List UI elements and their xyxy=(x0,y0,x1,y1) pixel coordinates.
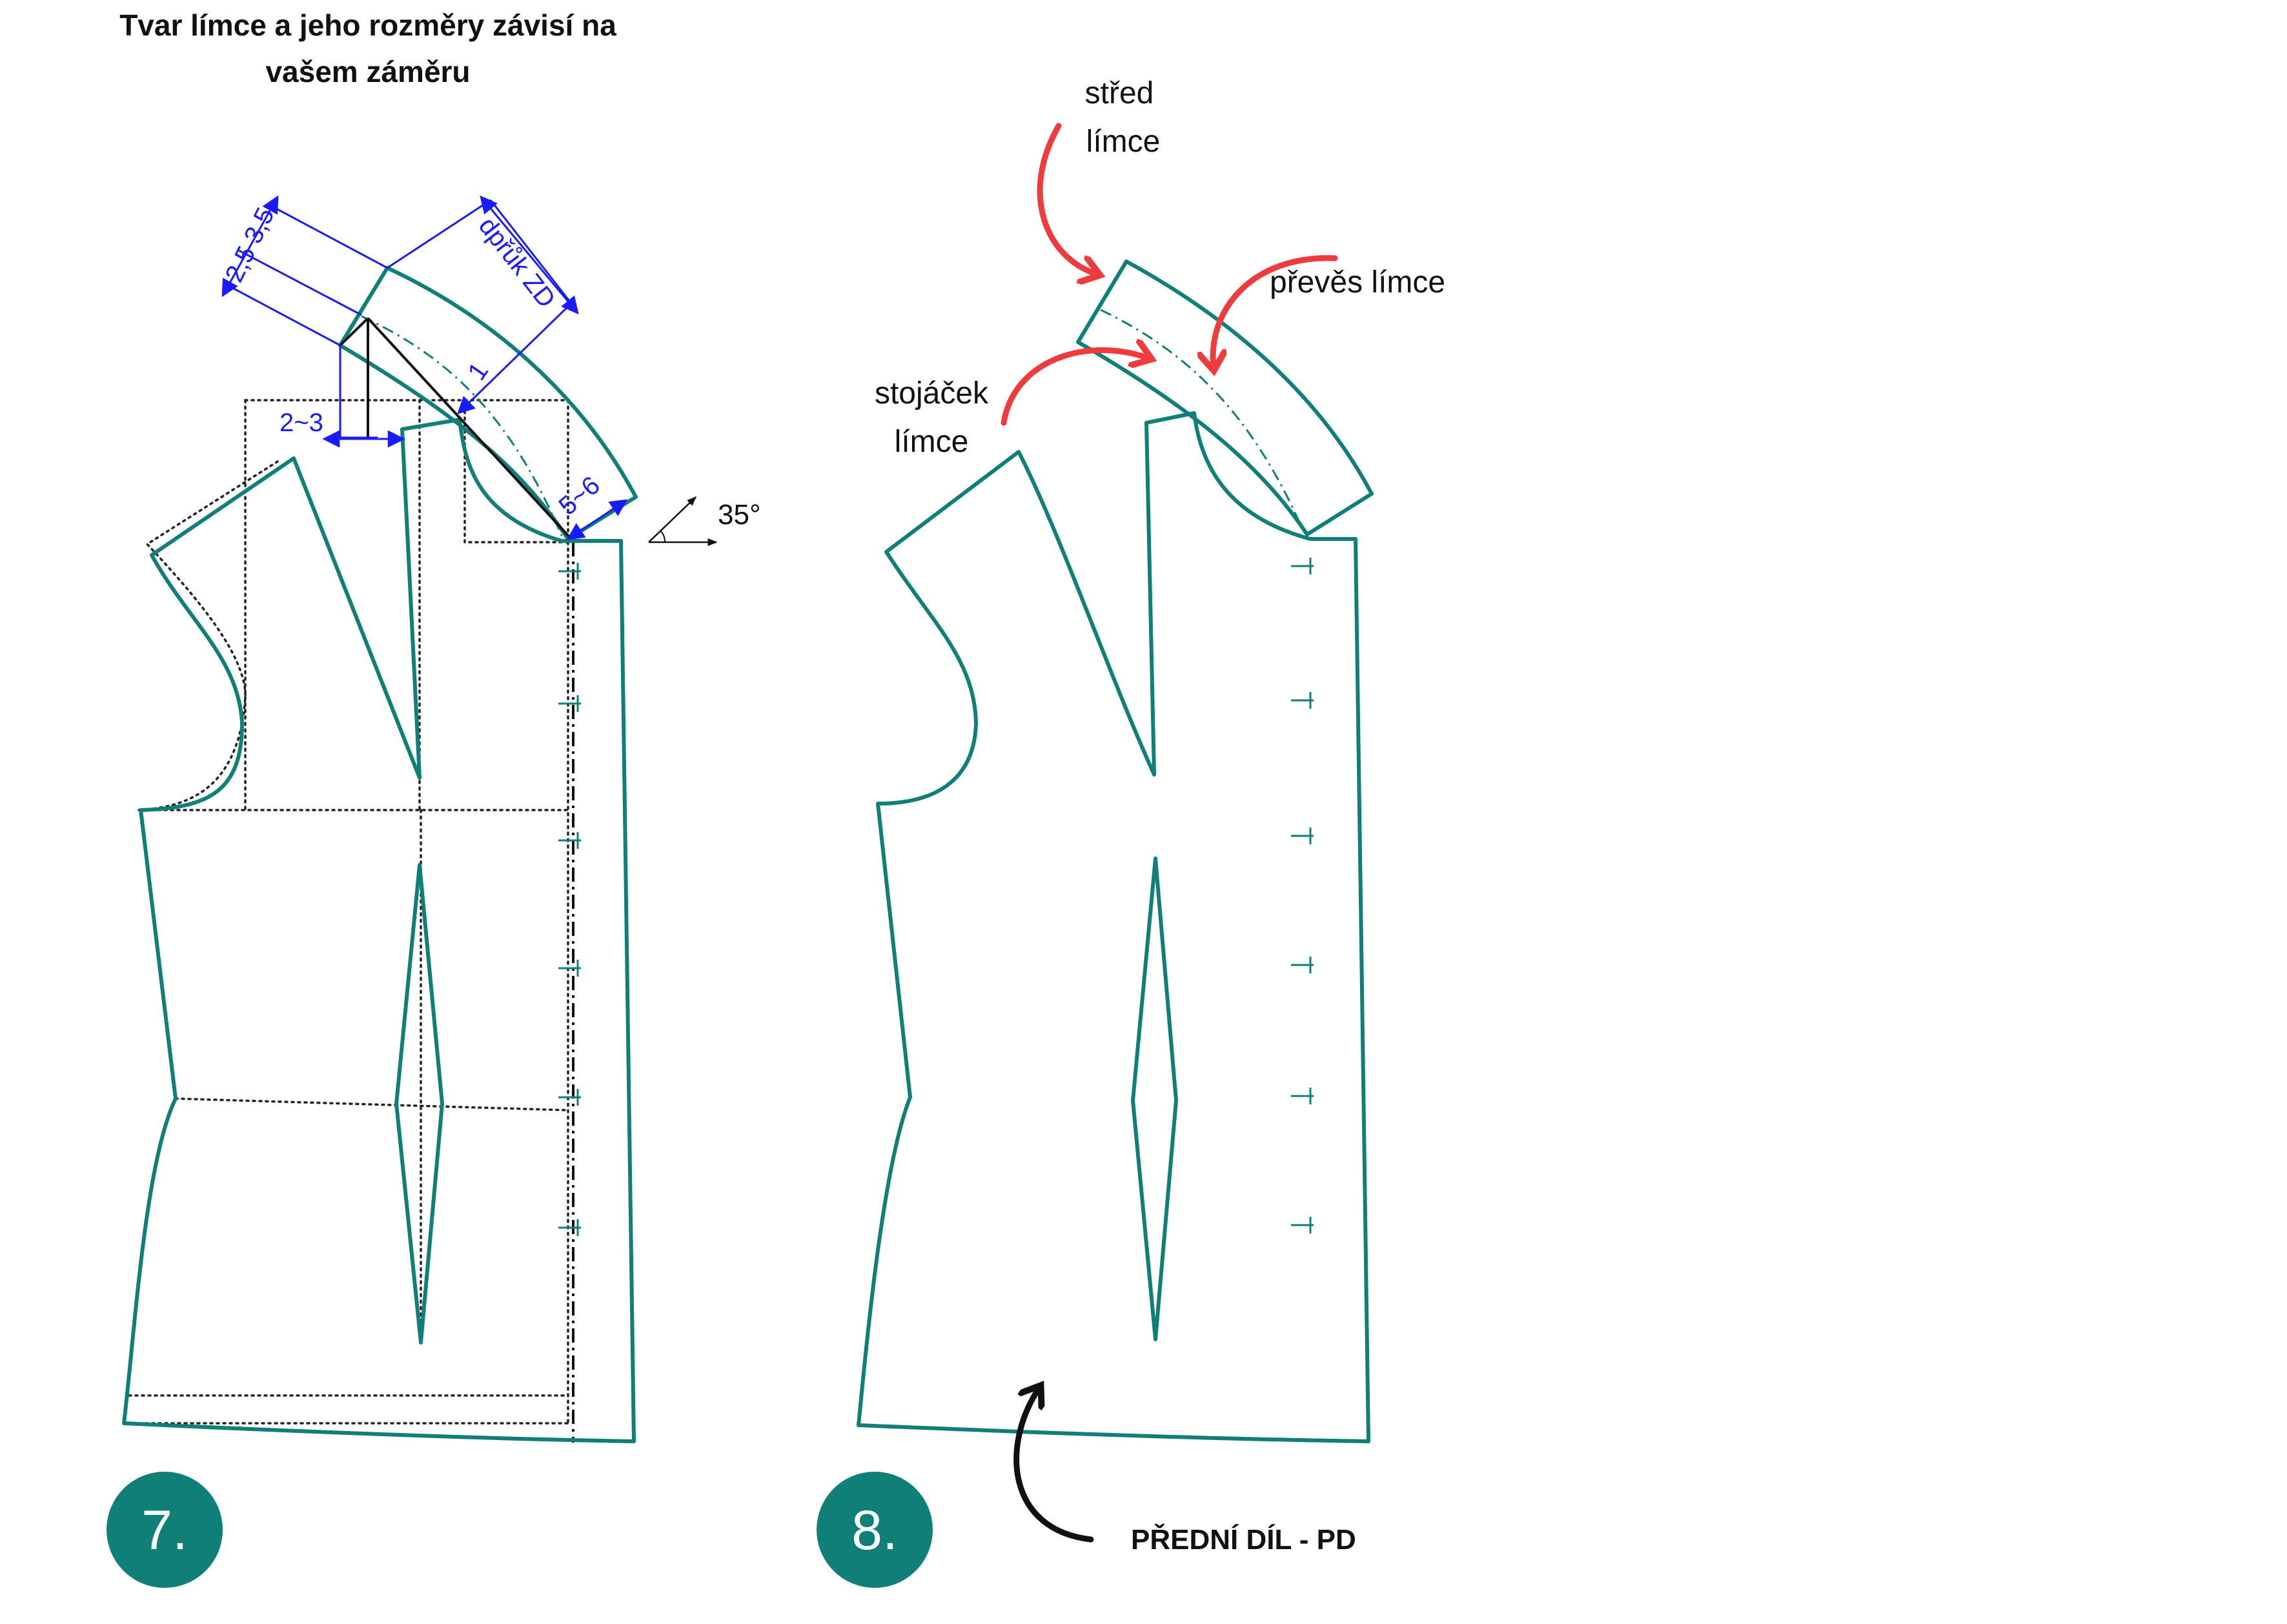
step7-dimension-lines xyxy=(221,195,628,540)
step7-dim-collar-width: 2,5 3,5 xyxy=(220,203,280,287)
step8-center-collar-label-2: límce xyxy=(1086,125,1161,159)
step7-collar xyxy=(338,266,638,541)
step7-dim-stand-offset: 2~3 xyxy=(280,409,323,437)
step8-center-collar-arrow xyxy=(1037,123,1097,274)
step8-front-piece-label: PŘEDNÍ DÍL - PD xyxy=(1131,1523,1356,1556)
step7-original-shoulder xyxy=(137,460,279,811)
step7-guide-waist xyxy=(174,1097,569,1111)
step8-fall-collar-label: převěs límce xyxy=(1270,265,1445,299)
step7-front-body xyxy=(122,418,636,1443)
diagram-title-line2: vašem záměru xyxy=(265,55,470,88)
step7-badge xyxy=(107,1472,223,1588)
step8-badge xyxy=(817,1472,933,1588)
step7-angle-label: 35° xyxy=(718,499,761,531)
step8-front-piece-arrow xyxy=(1013,1388,1094,1543)
step7-collar-fold-line xyxy=(361,315,563,536)
step7-buttonhole-marks xyxy=(558,563,581,1236)
step7-badge-label: 7. xyxy=(141,1499,188,1561)
step7-dim-one: 1 xyxy=(462,358,494,385)
step7-waist-dart xyxy=(394,863,444,1345)
step8-collar-fold-line xyxy=(1100,309,1305,533)
step7-pattern: 2,5 3,5 dpřůk ZD 2~3 1 5~6 35° 7. xyxy=(107,195,761,1588)
step7-dim-back-neck: dpřůk ZD xyxy=(473,212,561,313)
diagram-title-line1: Tvar límce a jeho rozměry závisí na xyxy=(119,8,616,42)
step8-stand-collar-label-2: límce xyxy=(895,425,969,459)
step8-collar xyxy=(1076,259,1374,536)
step8-pattern: střed límce převěs límce stojáček límce … xyxy=(817,76,1445,1588)
step7-construction-tangent xyxy=(339,317,369,347)
step8-badge-label: 8. xyxy=(851,1499,898,1561)
step8-buttonhole-marks xyxy=(1291,558,1314,1233)
step7-angle-symbol xyxy=(648,496,718,546)
step7-construction-diagonal xyxy=(367,317,573,540)
step8-fall-collar-arrow xyxy=(1213,255,1338,368)
step8-waist-dart xyxy=(1131,857,1178,1341)
step8-stand-collar-arrow xyxy=(1001,350,1149,426)
step7-collar-center-line xyxy=(338,267,389,347)
step7-dim-tip: 5~6 xyxy=(554,471,605,521)
step8-front-body xyxy=(857,411,1370,1443)
step8-stand-collar-label-1: stojáček xyxy=(875,376,989,411)
step8-collar-center-line xyxy=(1076,260,1128,343)
step8-center-collar-label-1: střed xyxy=(1085,76,1154,110)
